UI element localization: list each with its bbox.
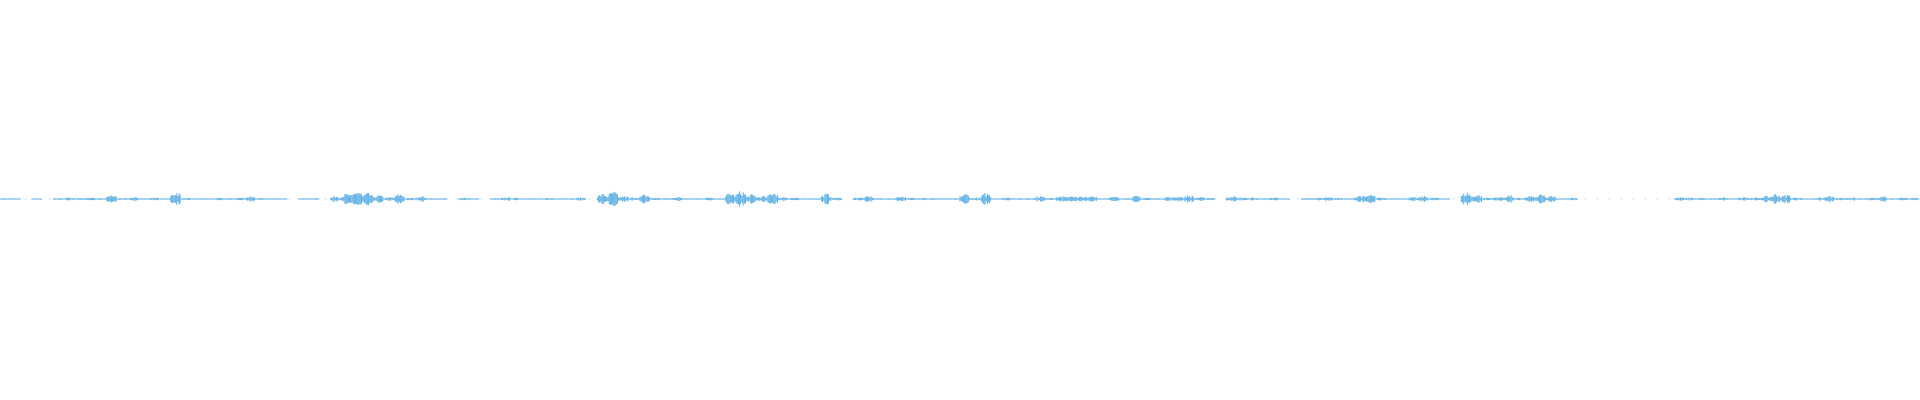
waveform-samples xyxy=(0,191,1920,207)
waveform-trace xyxy=(0,191,1920,207)
